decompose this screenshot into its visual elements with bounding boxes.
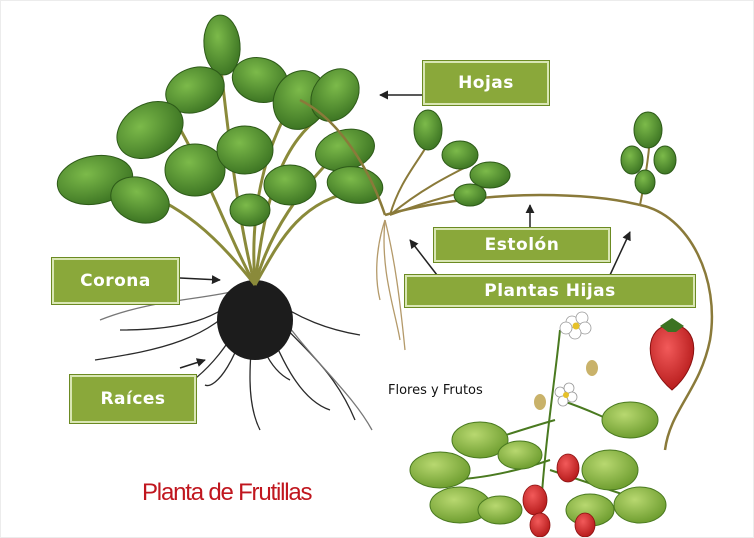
diagram-canvas: Hojas Estolón Plantas Hijas Corona Raíce… [0, 0, 754, 538]
image-frame [0, 0, 754, 538]
